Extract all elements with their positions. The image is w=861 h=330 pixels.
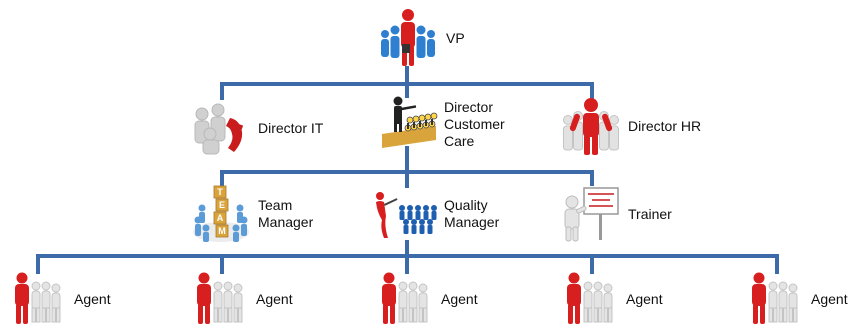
svg-text:A: A	[217, 213, 224, 223]
node-agent-3: Agent	[377, 272, 478, 326]
red-figure-group-icon	[567, 272, 613, 324]
director-cc-label-line-1: Director	[444, 98, 494, 115]
director-cc-label: Director Customer Care	[444, 99, 505, 150]
quality-manager-label-line-2: Manager	[444, 214, 500, 230]
vp-label: VP	[446, 29, 465, 46]
node-vp: VP	[376, 8, 465, 68]
quality-manager-label-line-1: Quality	[444, 197, 488, 213]
team-manager-label: Team Manager	[258, 197, 313, 231]
agent-3-label: Agent	[441, 290, 478, 307]
svg-text:M: M	[218, 226, 226, 236]
magnet-figures-icon	[376, 192, 437, 238]
red-figure-group-icon	[15, 272, 61, 324]
red-leader-white-group-icon	[563, 98, 619, 155]
quality-manager-label: Quality Manager	[444, 197, 499, 231]
node-agent-2: Agent	[192, 272, 293, 326]
training-board-icon	[564, 187, 619, 242]
svg-text:T: T	[217, 187, 223, 197]
agent-1-label: Agent	[74, 290, 111, 307]
director-cc-label-line-2: Customer	[444, 115, 505, 132]
director-it-label: Director IT	[258, 119, 324, 136]
team-manager-label-line-1: Team	[258, 197, 293, 213]
director-hr-label: Director HR	[628, 117, 702, 134]
red-figure-group-icon	[197, 272, 243, 324]
node-agent-1: Agent	[10, 272, 111, 326]
team-manager-label-line-2: Manager	[258, 214, 314, 230]
red-leader-blue-group-icon	[381, 9, 435, 66]
svg-text:E: E	[219, 200, 225, 210]
node-director-it: Director IT	[190, 100, 323, 156]
node-director-cc: Director Customer Care	[380, 96, 505, 152]
red-figure-group-icon	[752, 272, 798, 324]
node-quality-manager: Quality Manager	[372, 188, 499, 240]
agent-5-label: Agent	[811, 290, 848, 307]
node-agent-5: Agent	[747, 272, 848, 326]
agent-4-label: Agent	[626, 290, 663, 307]
director-cc-label-line-3: Care	[444, 132, 475, 149]
node-director-hr: Director HR	[560, 96, 701, 156]
trainer-label: Trainer	[628, 205, 672, 222]
agent-2-label: Agent	[256, 290, 293, 307]
red-figure-group-icon	[382, 272, 428, 324]
node-trainer: Trainer	[560, 184, 672, 244]
puzzle-figures-icon	[194, 103, 244, 155]
leader-with-team-icon	[382, 96, 438, 148]
node-agent-4: Agent	[562, 272, 663, 326]
